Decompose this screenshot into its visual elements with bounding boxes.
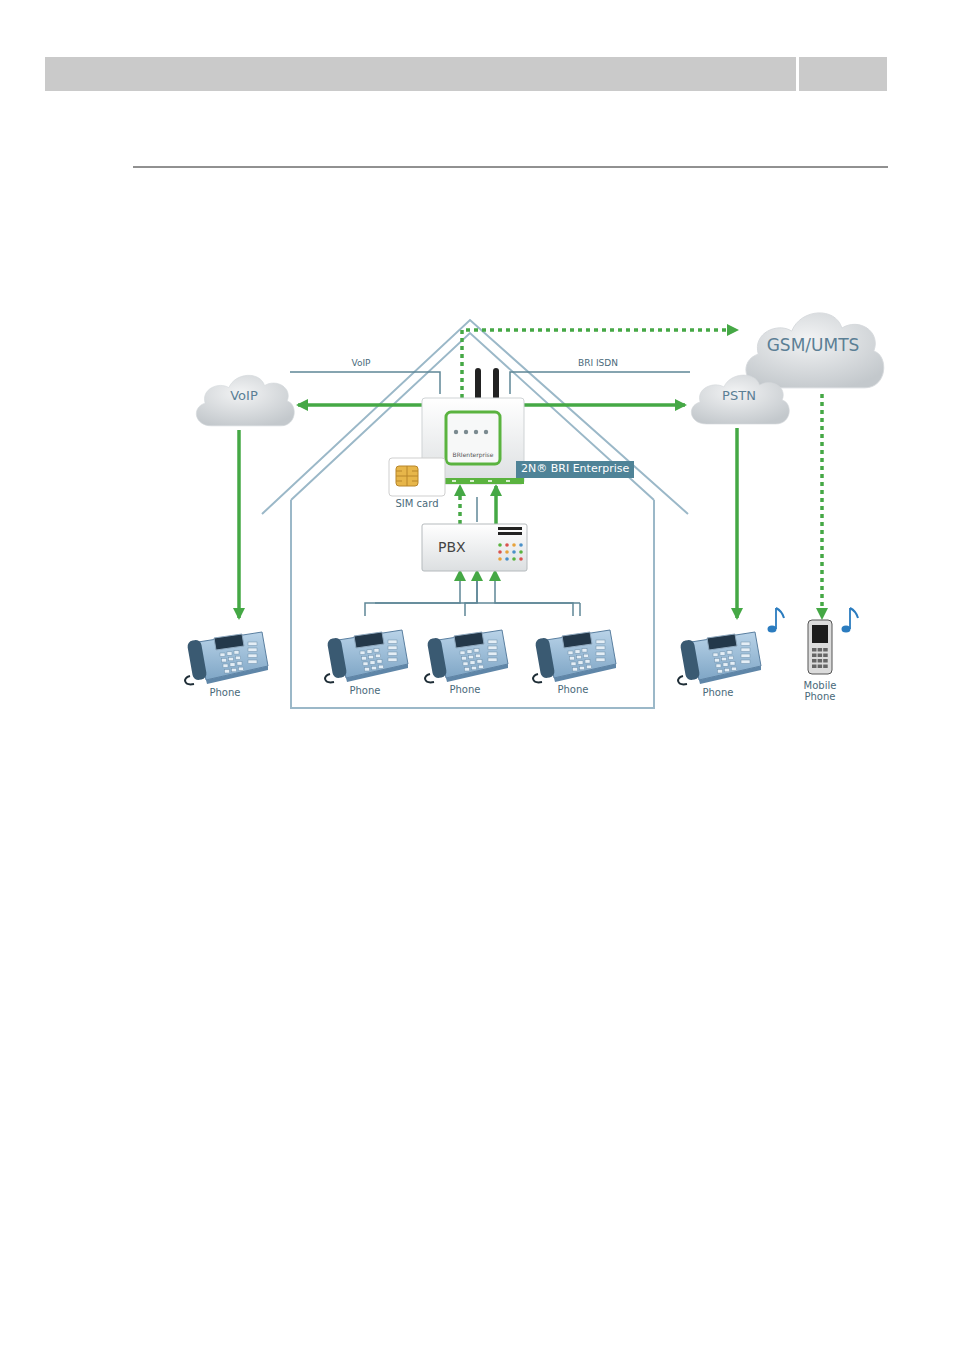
port bbox=[506, 480, 510, 482]
connector-arrow bbox=[237, 430, 241, 618]
cloud-node: GSM/UMTS bbox=[737, 302, 889, 394]
node-label: PSTN bbox=[685, 389, 793, 404]
led bbox=[512, 557, 516, 561]
connector-arrow bbox=[458, 486, 462, 524]
antenna bbox=[475, 368, 481, 400]
led bbox=[498, 550, 502, 554]
slot bbox=[498, 532, 522, 535]
header-bar bbox=[799, 57, 887, 91]
connector-arrow bbox=[462, 330, 737, 398]
connector-arrow bbox=[494, 486, 498, 524]
line-label: VoIP bbox=[349, 358, 372, 368]
node-label: Mobile Phone bbox=[792, 680, 848, 702]
led bbox=[505, 543, 509, 547]
phone-icon bbox=[678, 632, 761, 684]
connector-arrow bbox=[298, 403, 422, 407]
connector-arrow bbox=[465, 571, 477, 616]
led bbox=[512, 550, 516, 554]
phone-node: Phone bbox=[673, 618, 763, 702]
pbx-body bbox=[422, 524, 527, 571]
phone-node: Phone bbox=[180, 618, 270, 702]
connector-arrow bbox=[524, 403, 685, 407]
header-bar bbox=[45, 57, 796, 91]
connector-arrow bbox=[735, 428, 739, 618]
phone-node: Phone bbox=[420, 616, 510, 700]
phone-node: Phone bbox=[320, 616, 410, 700]
led bbox=[498, 543, 502, 547]
sim-body bbox=[389, 458, 445, 496]
product-heading: 2N® BRI Enterprise bbox=[516, 461, 634, 478]
node-label: PBX bbox=[438, 539, 466, 555]
antenna bbox=[493, 368, 499, 400]
phone-icon bbox=[425, 630, 508, 682]
led bbox=[484, 430, 488, 434]
led bbox=[474, 430, 478, 434]
cloud-node: VoIP bbox=[190, 368, 298, 430]
node-label: Phone bbox=[320, 685, 410, 697]
phone-icon bbox=[185, 632, 268, 684]
node-label: Phone bbox=[180, 687, 270, 699]
cloud-node: PSTN bbox=[685, 368, 793, 428]
voip-wire bbox=[290, 372, 440, 394]
led bbox=[505, 550, 509, 554]
bus-line bbox=[579, 603, 581, 616]
led bbox=[454, 430, 458, 434]
pbx-shape bbox=[422, 524, 527, 571]
connector-arrow bbox=[820, 394, 824, 618]
led bbox=[519, 550, 523, 554]
house-outline bbox=[262, 320, 688, 708]
bus-line bbox=[476, 497, 478, 522]
rule bbox=[133, 167, 888, 168]
connector-arrow bbox=[495, 571, 573, 616]
mobile-node: Mobile Phone bbox=[792, 618, 848, 706]
sim-contacts bbox=[396, 466, 418, 486]
port bbox=[488, 480, 492, 482]
led bbox=[519, 557, 523, 561]
port bbox=[470, 480, 474, 482]
led bbox=[505, 557, 509, 561]
mobile-icon bbox=[808, 620, 832, 674]
port bbox=[452, 480, 456, 482]
phone-icon bbox=[325, 630, 408, 682]
phone-icon bbox=[533, 630, 616, 682]
connector-arrow bbox=[365, 571, 460, 616]
led bbox=[512, 543, 516, 547]
node-label: SIM card bbox=[388, 498, 446, 510]
node-label: Phone bbox=[420, 684, 510, 696]
node-label: Phone bbox=[673, 687, 763, 699]
slot bbox=[498, 527, 522, 530]
pbx-node: PBX bbox=[422, 524, 527, 571]
sim-chip bbox=[396, 466, 418, 486]
node-label: GSM/UMTS bbox=[737, 336, 889, 356]
isdn-wire bbox=[510, 372, 690, 394]
led bbox=[498, 557, 502, 561]
led bbox=[464, 430, 468, 434]
phone-node: Phone bbox=[528, 616, 618, 700]
led bbox=[519, 543, 523, 547]
line-label: BRI ISDN bbox=[576, 358, 620, 368]
node-label: Phone bbox=[528, 684, 618, 696]
sim-node: SIM card bbox=[388, 458, 446, 512]
node-label: VoIP bbox=[190, 389, 298, 404]
